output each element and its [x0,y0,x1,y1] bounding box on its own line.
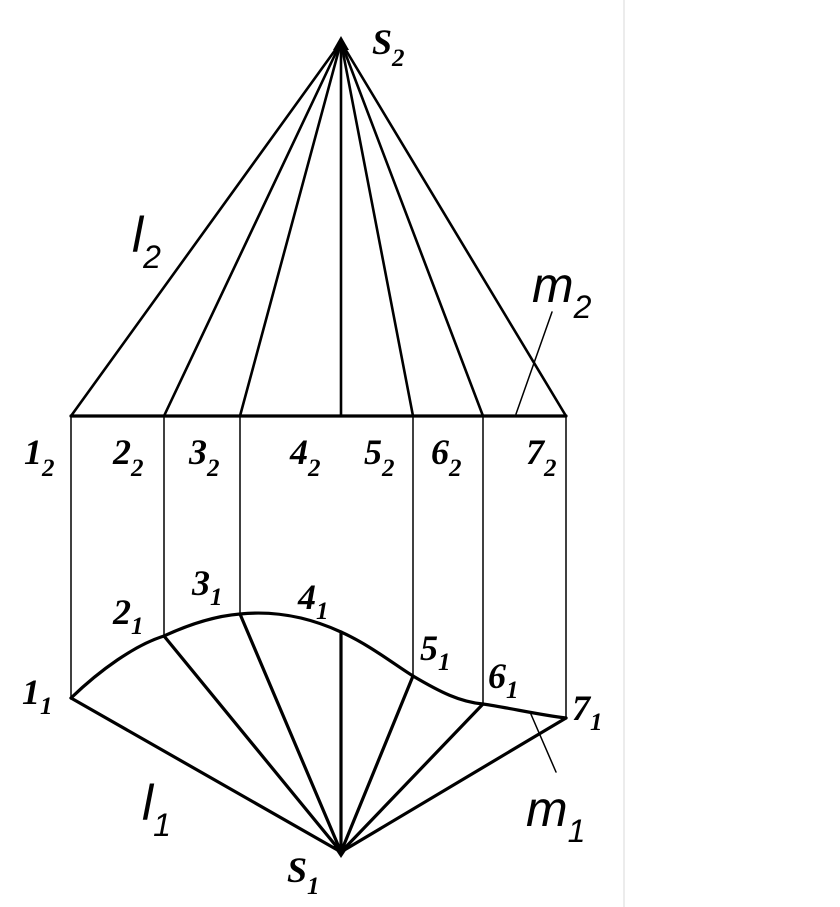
ray-s2-7 [339,40,568,418]
point-label-1-1: 11 [22,672,53,720]
point-label-5-1: 51 [420,628,451,676]
apex-label-s2: S2 [372,22,405,72]
ray-s2-6 [339,40,485,418]
point-label-5-2: 52 [364,432,395,482]
point-label-4-1: 41 [297,577,329,625]
ray-s1-3 [238,612,343,854]
point-label-4-2: 42 [289,432,321,482]
leader-m1 [529,711,557,773]
ray-s2-2 [162,40,343,418]
apex-s1-marker [333,846,349,858]
ray-s1-1 [69,696,343,854]
connection-lines [70,415,567,719]
ray-s2-1 [69,40,343,418]
point-label-3-1: 31 [191,563,223,611]
lower-projection [69,611,568,858]
point-label-7-1: 71 [572,688,603,736]
ray-s1-6 [339,702,485,854]
ray-s1-7 [339,716,568,854]
ray-s1-5 [339,674,415,854]
ray-s1-2 [162,634,343,854]
ray-s2-5 [339,40,415,418]
point-label-6-1: 61 [488,656,519,704]
curve-label-l1: l1 [142,775,171,843]
upper-projection [69,36,568,418]
point-label-2-1: 21 [112,592,144,640]
point-label-7-2: 72 [526,432,557,482]
point-label-2-2: 22 [112,432,144,482]
curve-label-m1: m1 [526,781,585,849]
leader-m2 [515,311,553,415]
apex-s2-marker [333,36,349,50]
point-label-3-2: 32 [188,432,220,482]
point-label-6-2: 62 [431,432,462,482]
curve-label-m2: m2 [532,257,592,325]
apex-label-s1: S1 [287,850,320,900]
curve-label-l2: l2 [132,207,161,275]
point-label-1-2: 12 [24,432,55,482]
ray-s2-3 [238,40,343,418]
